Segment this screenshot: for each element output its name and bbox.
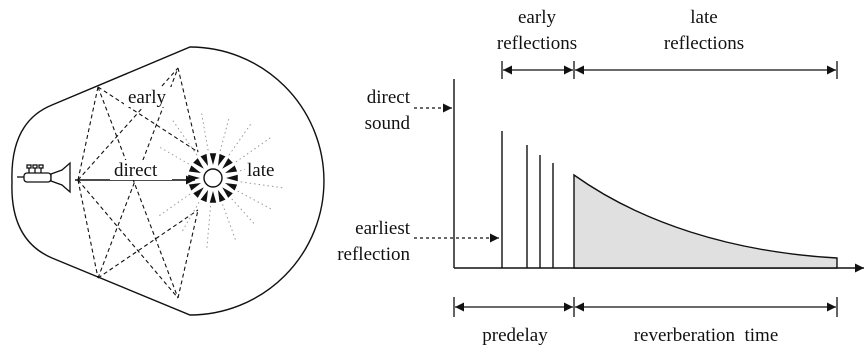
- early-label-bg: [124, 87, 180, 107]
- burst-wedge: [188, 182, 201, 191]
- burst-wedge: [209, 153, 217, 165]
- burst-wedge: [209, 191, 217, 203]
- room-label-early: early: [128, 87, 166, 108]
- direct-label-bg: [110, 160, 172, 180]
- earliest-reflection-label-line2: reflection: [337, 244, 410, 265]
- header-early-reflections-line2: reflections: [497, 33, 577, 54]
- reverberation-time-label: reverberation time: [634, 325, 779, 346]
- trumpet-icon: [17, 161, 71, 194]
- late-reflection-ray: [237, 190, 273, 210]
- room-label-direct: direct: [114, 160, 158, 181]
- burst-wedge: [200, 190, 209, 203]
- header-late-reflections-line1: late: [690, 7, 717, 28]
- late-reflection-ray: [231, 198, 255, 225]
- burst-wedge: [188, 174, 200, 182]
- earliest-reflection-label-line1: earliest: [355, 218, 411, 239]
- late-reflection-ray: [206, 205, 212, 250]
- direct-sound-label-line2: sound: [365, 113, 411, 134]
- room-label-late: late: [247, 160, 274, 181]
- burst-wedge: [188, 165, 201, 174]
- late-reverb-envelope: [573, 173, 838, 269]
- late-reflection-ray: [235, 136, 273, 163]
- burst-wedge: [193, 158, 204, 169]
- burst-wedge: [222, 158, 233, 169]
- listener-circle: [203, 168, 223, 188]
- late-reflection-ray: [240, 181, 285, 189]
- header-early-reflections-line1: early: [518, 7, 556, 28]
- late-reflection-rays: [157, 111, 285, 250]
- header-late-reflections-line2: reflections: [664, 33, 744, 54]
- late-reflection-ray: [171, 118, 198, 156]
- burst-wedge: [200, 153, 209, 166]
- burst-wedge: [193, 187, 204, 198]
- burst-wedge: [222, 187, 233, 198]
- burst-wedge: [225, 165, 238, 174]
- late-reflection-ray: [219, 117, 230, 152]
- room-outline: [11, 46, 325, 316]
- late-reflection-ray: [222, 204, 237, 242]
- burst-wedge: [217, 190, 226, 203]
- burst-wedge: [217, 153, 226, 166]
- late-reflection-ray: [157, 193, 191, 217]
- late-reflection-ray: [181, 201, 200, 232]
- late-reflection-ray: [159, 146, 190, 165]
- predelay-label: predelay: [482, 325, 548, 346]
- late-label-bg: [245, 160, 287, 180]
- room-diagram: direct early late: [11, 46, 325, 316]
- direct-sound-label-line1: direct: [367, 87, 411, 108]
- burst-wedge: [225, 182, 238, 191]
- late-reflection-ray: [228, 122, 252, 156]
- burst-wedge: [226, 174, 238, 182]
- impulse-response: early reflections late reflections direc…: [337, 7, 864, 346]
- reflection-paths: [77, 67, 199, 299]
- listener-burst: [188, 153, 238, 203]
- late-reflection-ray: [200, 111, 209, 151]
